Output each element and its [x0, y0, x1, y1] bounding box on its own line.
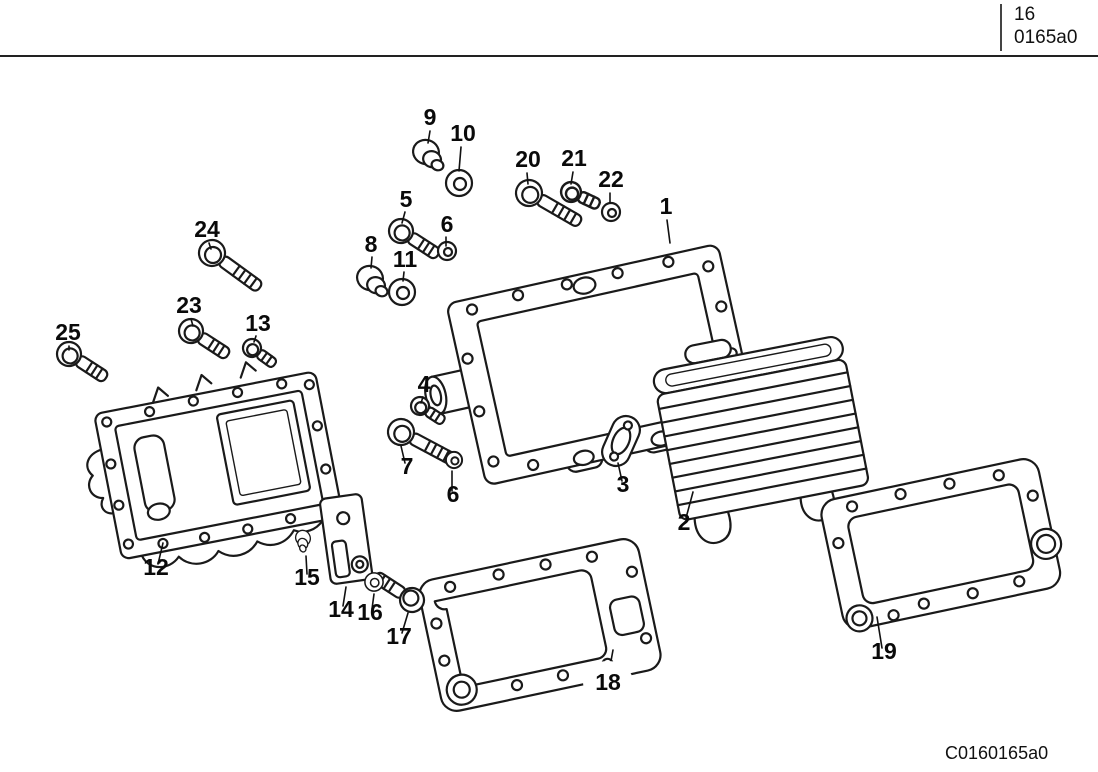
page-header: 16 0165a0 — [1014, 3, 1077, 49]
callout-6b[interactable]: 6 — [447, 481, 460, 507]
callout-23[interactable]: 23 — [176, 292, 202, 318]
callout-4[interactable]: 4 — [418, 371, 431, 397]
callout-7[interactable]: 7 — [401, 453, 414, 479]
callout-24[interactable]: 24 — [194, 216, 220, 242]
leader-line-19 — [876, 616, 883, 649]
leader-line-11 — [402, 271, 405, 282]
part-nut-22 — [600, 201, 622, 223]
drawing-code: C0160165a0 — [945, 743, 1049, 763]
callout-25[interactable]: 25 — [55, 319, 81, 345]
callout-8[interactable]: 8 — [365, 231, 378, 257]
callout-20[interactable]: 20 — [515, 146, 541, 172]
leader-line-12 — [157, 542, 164, 565]
leader-line-15 — [305, 555, 308, 575]
callout-21[interactable]: 21 — [561, 145, 587, 171]
leader-line-23 — [190, 318, 194, 327]
part-gasket-19 — [820, 458, 1063, 633]
part-plug-8 — [352, 261, 395, 299]
part-oil-cooler-housing — [86, 361, 343, 569]
leader-line-24 — [208, 242, 212, 250]
part-bolt-23 — [173, 313, 236, 367]
callout-12[interactable]: 12 — [143, 554, 169, 580]
leader-line-5 — [401, 211, 406, 224]
callout-10[interactable]: 10 — [450, 120, 476, 146]
leader-line-3 — [617, 462, 623, 482]
callout-11[interactable]: 11 — [393, 246, 418, 272]
leader-line-2 — [685, 491, 694, 519]
leader-line-18 — [610, 649, 614, 662]
part-nut-6b — [444, 450, 464, 470]
callout-17[interactable]: 17 — [386, 623, 412, 649]
callout-15[interactable]: 15 — [294, 564, 320, 590]
highlight-marker — [583, 661, 633, 703]
leader-line-14 — [342, 586, 347, 607]
part-nut-6a — [436, 240, 458, 262]
callout-14[interactable]: 14 — [328, 596, 354, 622]
callout-9[interactable]: 9 — [424, 104, 437, 130]
callout-22[interactable]: 22 — [598, 166, 624, 192]
callout-16[interactable]: 16 — [357, 599, 383, 625]
page-number: 16 — [1014, 4, 1036, 25]
header-divider — [1000, 4, 1002, 51]
callout-5[interactable]: 5 — [400, 186, 413, 212]
part-bolt-24 — [192, 233, 269, 300]
leader-line-13 — [253, 335, 257, 343]
leader-line-21 — [570, 171, 574, 185]
callout-6a[interactable]: 6 — [441, 211, 454, 237]
leader-line-8 — [370, 256, 373, 269]
callout-18[interactable]: 18 — [595, 669, 621, 695]
callout-2[interactable]: 2 — [678, 509, 691, 535]
part-oil-cooler-core — [652, 335, 870, 544]
callout-3[interactable]: 3 — [617, 471, 630, 497]
part-adapter-gasket — [601, 414, 641, 468]
part-plug-9 — [408, 135, 451, 173]
leader-line-9 — [427, 130, 431, 144]
leader-line-7 — [400, 445, 406, 464]
part-bracket — [319, 493, 374, 585]
part-washer-10 — [444, 168, 474, 198]
leader-line-4 — [420, 396, 424, 404]
leader-line-20 — [526, 172, 529, 185]
part-washer-11 — [387, 277, 417, 307]
callout-19[interactable]: 19 — [871, 638, 897, 664]
part-washer-16 — [364, 572, 384, 592]
diagram-code: 0165a0 — [1014, 27, 1078, 48]
leader-line-17 — [401, 612, 409, 634]
leader-line-10 — [458, 146, 462, 172]
leader-line-16 — [371, 593, 375, 610]
callout-13[interactable]: 13 — [245, 310, 271, 336]
header-rule — [0, 55, 1098, 57]
callout-1[interactable]: 1 — [660, 193, 673, 219]
leader-line-1 — [666, 219, 671, 244]
